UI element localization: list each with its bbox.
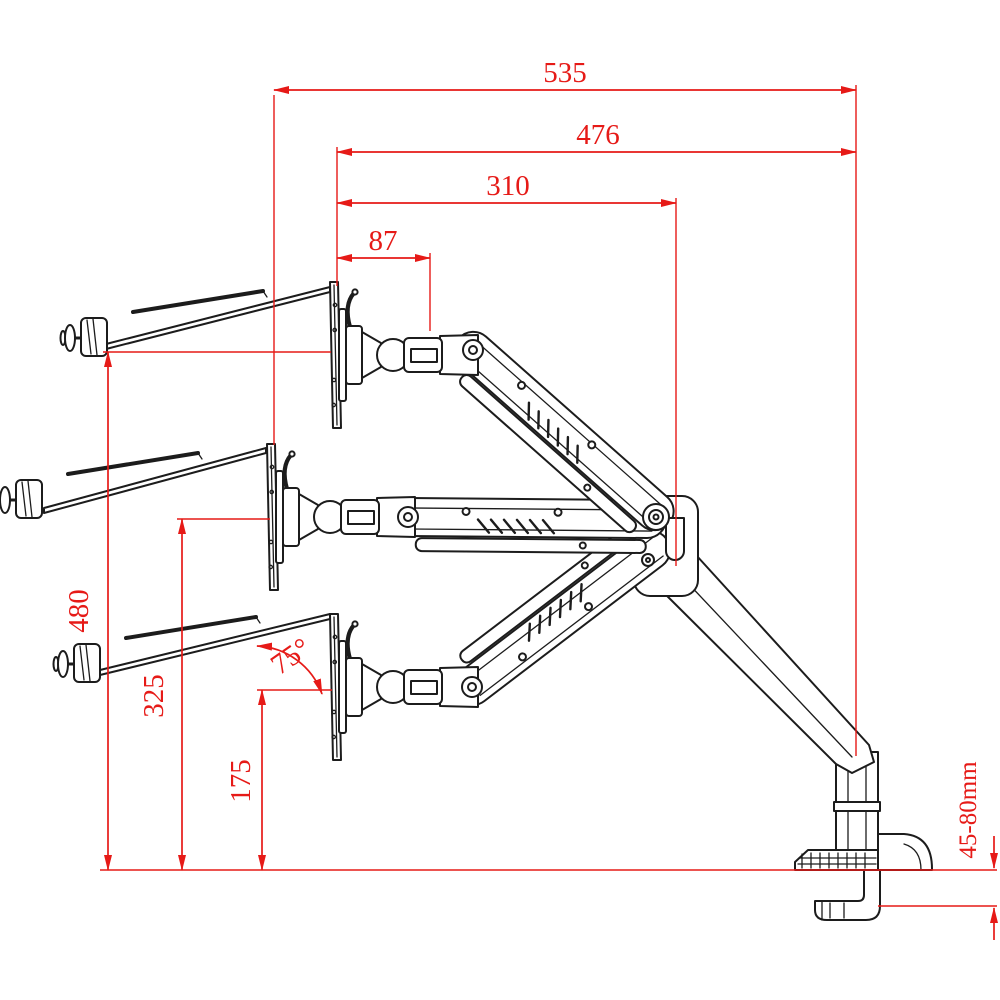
pole-and-base xyxy=(794,751,933,921)
base-plate xyxy=(794,849,879,871)
forearm-link xyxy=(647,543,875,774)
arm-position-low xyxy=(452,526,672,706)
elbow-slot xyxy=(665,517,685,561)
angle-arc-75 xyxy=(256,642,323,695)
dim-label-175: 175 xyxy=(225,759,257,803)
base-foot xyxy=(877,833,933,871)
vesa-mount-low xyxy=(330,614,478,760)
dim-label-desk-thickness: 45-80mm xyxy=(955,761,982,859)
dimension-layer: 535 476 310 87 480 325 175 75° 45-80mm xyxy=(63,57,998,940)
base-grid xyxy=(797,852,877,869)
dim-label-535: 535 xyxy=(543,57,587,89)
dim-label-325: 325 xyxy=(138,674,170,718)
dim-label-75deg: 75° xyxy=(265,632,317,682)
vesa-mount-mid xyxy=(267,444,415,590)
arm-position-mid xyxy=(389,496,667,554)
laptop-tray-mid xyxy=(0,447,267,520)
laptop-tray-high xyxy=(58,286,331,358)
dim-label-310: 310 xyxy=(486,170,530,202)
dim-label-480: 480 xyxy=(63,589,95,633)
dim-label-476: 476 xyxy=(576,119,620,151)
desk-clamp xyxy=(814,869,881,921)
dim-label-87: 87 xyxy=(369,225,398,257)
vesa-mount-high xyxy=(330,282,478,428)
